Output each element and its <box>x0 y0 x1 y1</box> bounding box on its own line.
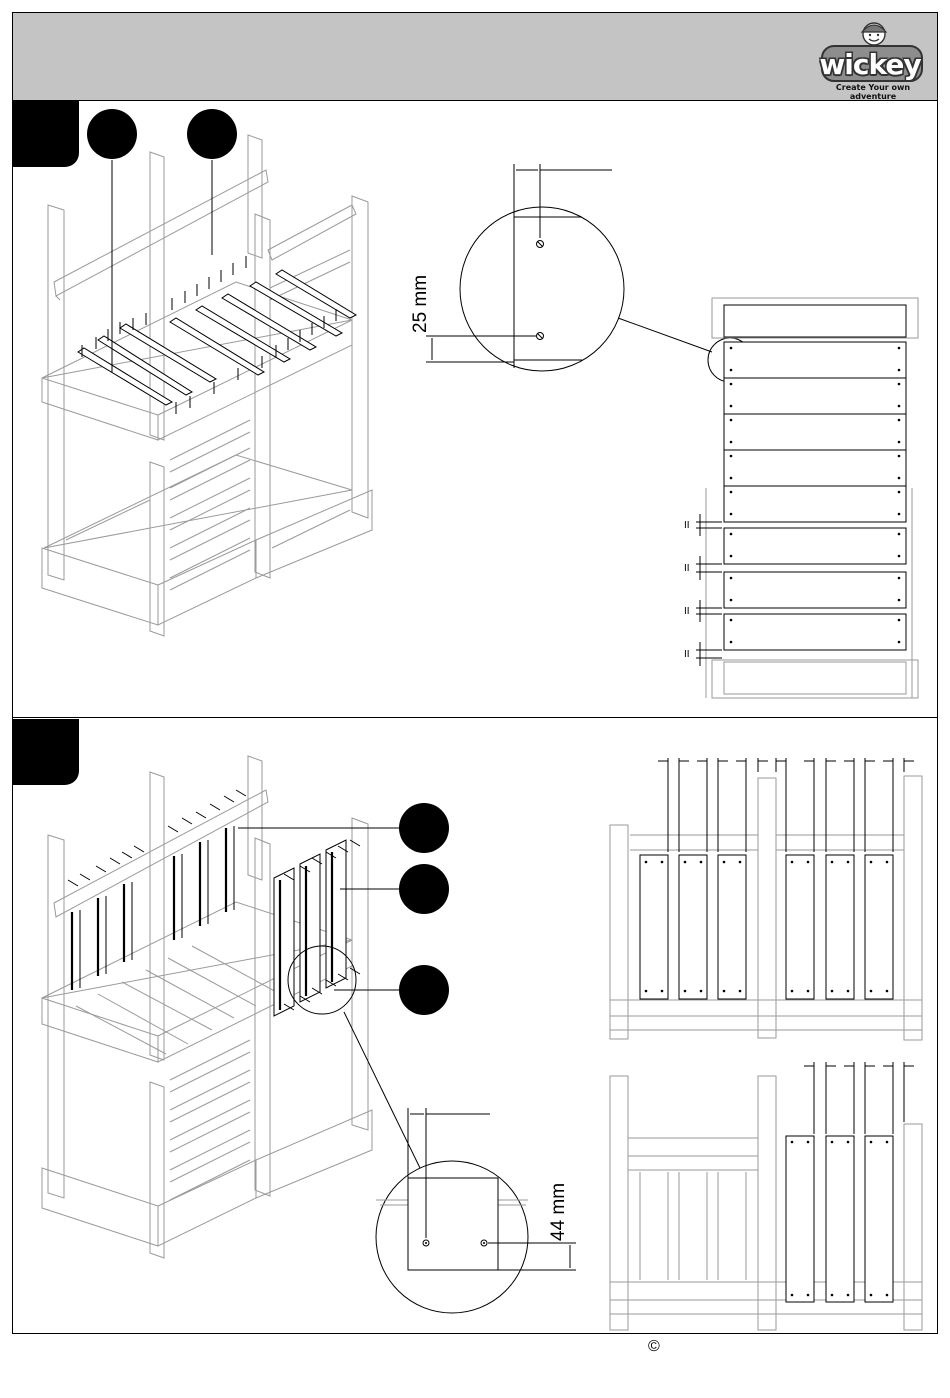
step-1-dimension-label: 25 mm <box>410 275 432 333</box>
step-1-callout-2 <box>187 109 237 159</box>
svg-text:II: II <box>684 606 690 617</box>
step-2-tower-drawing <box>42 756 449 1258</box>
step-2-detail-zoom <box>344 1012 576 1313</box>
step-2-wall-elevation-lower <box>610 1062 922 1330</box>
step-2-callout-2 <box>399 864 449 914</box>
step-2-wall-elevation-upper <box>610 758 922 1040</box>
step-1-floor-plan: II II II II <box>684 298 918 698</box>
step-2-callout-3 <box>399 965 449 1015</box>
step-2-callout-1 <box>399 803 449 853</box>
step-2-dimension-label: 44 mm <box>548 1183 570 1241</box>
svg-text:II: II <box>684 649 690 660</box>
svg-text:II: II <box>684 563 690 574</box>
copyright-mark: © <box>648 1338 660 1356</box>
step-1-tower-drawing <box>42 109 372 636</box>
step-1-detail-zoom <box>426 164 752 382</box>
step-1-callout-1 <box>87 109 137 159</box>
svg-text:II: II <box>684 520 690 531</box>
